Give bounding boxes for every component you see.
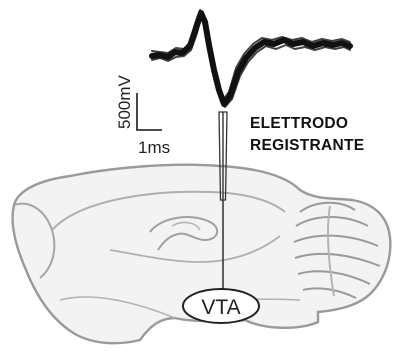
scale-bar: 500mV 1ms [115, 74, 170, 157]
vta-region: VTA [183, 289, 259, 323]
electrode-label-line2: REGISTRANTE [250, 137, 364, 154]
electrode-label-line1: ELETTRODO [250, 115, 348, 132]
vta-label: VTA [201, 296, 240, 319]
scale-bar-horizontal-label: 1ms [138, 138, 170, 157]
scale-bar-vertical-label: 500mV [115, 74, 134, 129]
electrode-label: ELETTRODO REGISTRANTE [250, 115, 364, 154]
spike-waveform [152, 10, 350, 107]
